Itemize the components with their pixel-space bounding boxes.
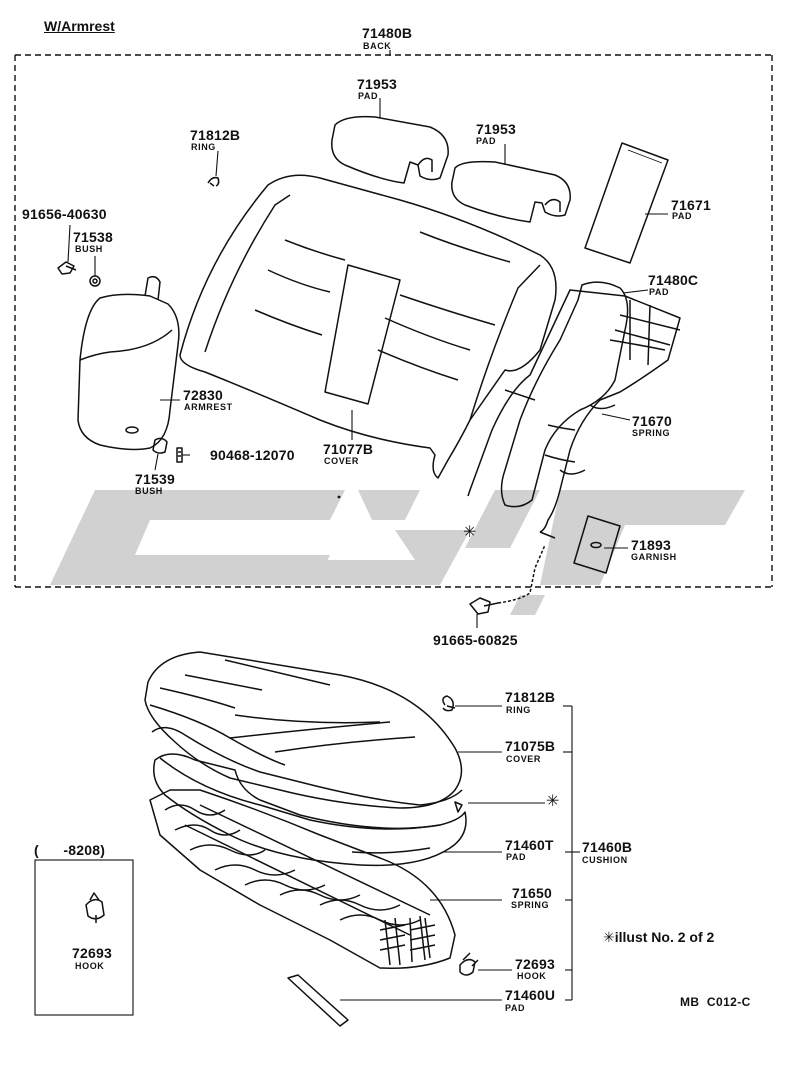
garnish-71893-shape: [573, 515, 621, 574]
part-name-71460t: PAD: [506, 852, 527, 862]
part-no-71953-right: 71953: [476, 121, 516, 137]
part-name-71075b: COVER: [506, 754, 542, 764]
leader-lines-upper: [67, 98, 668, 628]
seat-back-drawing: [57, 115, 681, 615]
back-group-name: BACK: [363, 41, 392, 51]
ring-lower: [442, 695, 456, 712]
ring-upper: [207, 176, 220, 187]
part-name-71893: GARNISH: [631, 552, 677, 562]
part-no-71893: 71893: [631, 537, 671, 553]
part-no-71650: 71650: [512, 885, 552, 901]
bush-71539: [152, 437, 168, 454]
pad-71460u-shape: [287, 974, 349, 1027]
part-name-71671: PAD: [672, 211, 693, 221]
pad-71671-shape: [584, 142, 669, 264]
illustration-note: ✳illust No. 2 of 2: [603, 929, 715, 945]
cushion-group-part-no: 71460B: [582, 839, 633, 855]
inset-box: [34, 859, 134, 1016]
asterisk-mark-lower: ✳: [546, 793, 560, 810]
part-no-90468-12070: 90468-12070: [210, 447, 295, 463]
bush-left: [89, 275, 101, 287]
part-no-71460t: 71460T: [505, 837, 554, 853]
inset-range: ( -8208): [34, 842, 106, 858]
seat-back-cover: [179, 174, 557, 479]
part-no-71539: 71539: [135, 471, 175, 487]
part-name-71650: SPRING: [511, 900, 550, 910]
back-group-box: [14, 54, 773, 588]
part-no-71460u: 71460U: [505, 987, 556, 1003]
part-no-71480c: 71480C: [648, 272, 699, 288]
part-no-71075b: 71075B: [505, 738, 556, 754]
part-no-91665-60825: 91665-60825: [433, 632, 518, 648]
leader-lines-lower: [34, 705, 580, 1016]
pad-71460t-shape: [153, 753, 467, 867]
coil-springs: [379, 915, 436, 966]
part-no-72693: 72693: [515, 956, 555, 972]
part-no-71077b: 71077B: [323, 441, 374, 457]
part-no-71670: 71670: [632, 413, 672, 429]
drawing-code: MB C012-C: [680, 995, 751, 1009]
pin-90468: [176, 447, 183, 463]
watermark-logo: [50, 490, 745, 615]
spring-71670-frame: [467, 289, 681, 539]
part-name-71480c: PAD: [649, 287, 670, 297]
side-pad-71480c: [500, 281, 629, 508]
inset-hook: [85, 892, 105, 923]
part-name-71812b-lower: RING: [506, 705, 531, 715]
cushion-group-name: CUSHION: [582, 855, 628, 865]
bolt-left: [57, 261, 77, 275]
part-no-91656-40630: 91656-40630: [22, 206, 107, 222]
part-name-71953-left: PAD: [358, 91, 379, 101]
part-name-72693: HOOK: [517, 971, 547, 981]
part-no-71812b-upper: 71812B: [190, 127, 241, 143]
head-pad-right: [451, 160, 571, 223]
part-name-71953-right: PAD: [476, 136, 497, 146]
seat-cushion-drawing: [85, 651, 479, 1027]
inset-part-no: 72693: [72, 945, 112, 961]
part-name-71812b-upper: RING: [191, 142, 216, 152]
part-name-71460u: PAD: [505, 1003, 526, 1013]
bolt-91665: [469, 597, 499, 615]
part-no-71953-left: 71953: [357, 76, 397, 92]
asterisk-mark-upper: ✳: [463, 524, 477, 541]
back-group-part-no: 71480B: [362, 25, 413, 41]
part-name-72830: ARMREST: [184, 402, 233, 412]
part-no-71812b-lower: 71812B: [505, 689, 556, 705]
spring-71650-frame: [149, 789, 456, 970]
head-pad-left: [331, 115, 449, 184]
page-title: W/Armrest: [44, 18, 115, 34]
part-no-71538: 71538: [73, 229, 113, 245]
part-name-71538: BUSH: [75, 244, 103, 254]
part-name-71670: SPRING: [632, 428, 671, 438]
part-no-72830: 72830: [183, 387, 223, 403]
armrest-shape: [77, 293, 180, 451]
part-name-71077b: COVER: [324, 456, 360, 466]
part-no-71671: 71671: [671, 197, 711, 213]
stray-dot: [337, 495, 341, 499]
hook-lower: [459, 952, 479, 976]
part-name-71539: BUSH: [135, 486, 163, 496]
inset-part-name: HOOK: [75, 961, 105, 971]
